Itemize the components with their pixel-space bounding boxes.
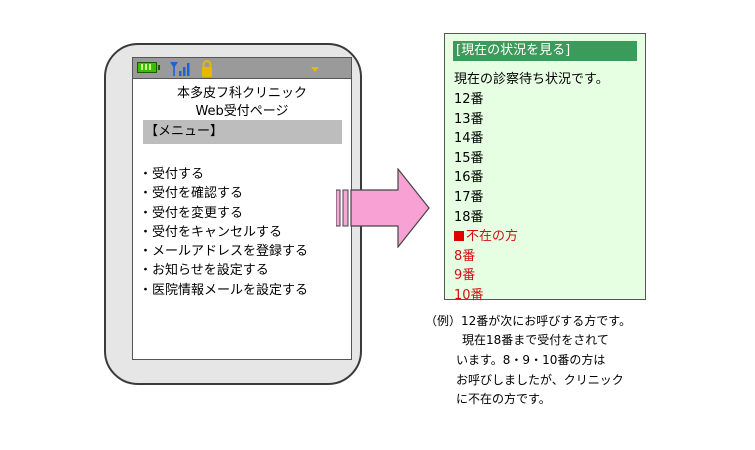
status-panel: [現在の状況を見る] 現在の診察待ち状況です。 12番 13番 14番 15番 … [444,33,646,303]
note-line: （例）12番が次にお呼びする方です。 [425,314,632,328]
list-item: 8番 [454,248,476,264]
menu-list: ・受付する ・受付を確認する ・受付を変更する ・受付をキャンセルする ・メール… [139,165,308,300]
menu-item-confirm[interactable]: ・受付を確認する [139,186,244,202]
list-item: 9番 [454,268,476,284]
list-item: 17番 [454,189,484,205]
panel-subtitle: 現在の診察待ち状況です。 [454,72,609,87]
list-item: 10番 [454,287,484,303]
note-line: お呼びしましたが、クリニック [456,373,624,387]
menu-item-register-email[interactable]: ・メールアドレスを登録する [139,244,309,260]
note-line: います。8・9・10番の方は [456,353,606,367]
red-square-icon [454,231,464,242]
menu-header: 【メニュー】 [143,120,342,144]
note-line: に不在の方です。 [456,392,551,406]
list-item: 14番 [454,131,484,147]
lock-icon [202,60,212,77]
battery-icon [137,62,160,73]
menu-item-cancel[interactable]: ・受付をキャンセルする [139,224,283,240]
list-item: 18番 [454,209,484,225]
menu-item-notification[interactable]: ・お知らせを設定する [139,263,269,279]
clinic-name: 本多皮フ科クリニック [176,86,307,101]
waiting-list: 12番 13番 14番 15番 16番 17番 18番 不在の方 8番 9番 1… [454,90,518,306]
menu-item-clinic-mail[interactable]: ・医院情報メールを設定する [139,282,309,298]
menu-item-change[interactable]: ・受付を変更する [139,205,244,221]
list-item: 12番 [454,92,484,107]
page-title: Web受付ページ [195,104,289,119]
absent-heading: 不在の方 [454,227,518,247]
list-item: 13番 [454,111,484,127]
status-bar [133,58,351,79]
menu-item-reserve[interactable]: ・受付する [139,167,205,182]
phone-screen: 本多皮フ科クリニック Web受付ページ 【メニュー】 ・受付する ・受付を確認す… [132,57,352,360]
list-item: 15番 [454,150,484,166]
signal-icon [170,62,190,76]
note-line: 現在18番まで受付をされて [462,333,609,347]
panel-header: [現在の状況を見る] [453,41,637,61]
arrow-right-icon [336,168,430,248]
list-item: 16番 [454,170,484,186]
absent-label: 不在の方 [466,229,519,245]
menu-caret-icon[interactable] [311,67,319,72]
